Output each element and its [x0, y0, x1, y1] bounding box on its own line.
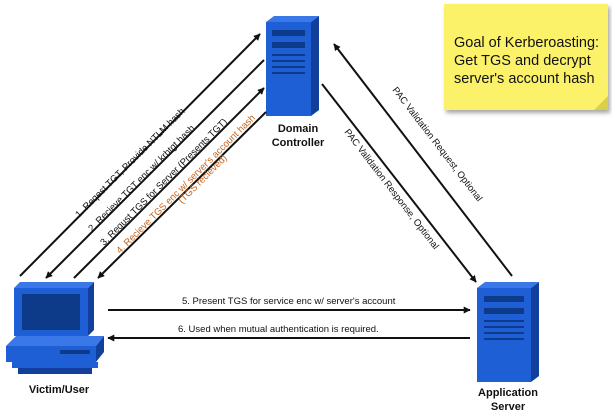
arrow-2: [45, 59, 265, 279]
application-server-label-line2: Server: [490, 401, 526, 413]
note-line-1: Goal of Kerberoasting:: [454, 35, 600, 51]
application-server-label: Application Server: [466, 386, 550, 414]
domain-controller-label-line2: Controller: [271, 137, 325, 149]
arrow-1: [19, 33, 261, 277]
note-line-3: server's account hash: [454, 71, 595, 87]
arrow-4: [97, 111, 267, 279]
pac-response-label: PAC Validation Response, Optional: [342, 127, 441, 252]
victim-computer-icon: [6, 282, 104, 374]
goal-sticky-note: Goal of Kerberoasting: Get TGS and decry…: [444, 4, 608, 110]
domain-controller-label: Domain Controller: [258, 122, 338, 150]
application-server-icon: [477, 282, 539, 382]
domain-controller-label-line1: Domain: [277, 123, 319, 135]
application-server-label-line1: Application: [478, 387, 538, 399]
domain-controller-icon: [266, 16, 319, 116]
note-line-2: Get TGS and decrypt: [454, 53, 591, 69]
arrow-3: [73, 87, 265, 279]
note-fold: [594, 96, 608, 110]
victim-label: Victim/User: [28, 384, 90, 396]
arrow-pac-response: [321, 83, 477, 283]
arrow-pac-request: [333, 43, 513, 277]
message-2-label: 2. Recieve TGT enc w/ krbtgt hash: [86, 123, 197, 234]
message-6-label: 6. Used when mutual authentication is re…: [178, 324, 379, 335]
message-5-label: 5. Present TGS for service enc w/ server…: [182, 296, 396, 307]
